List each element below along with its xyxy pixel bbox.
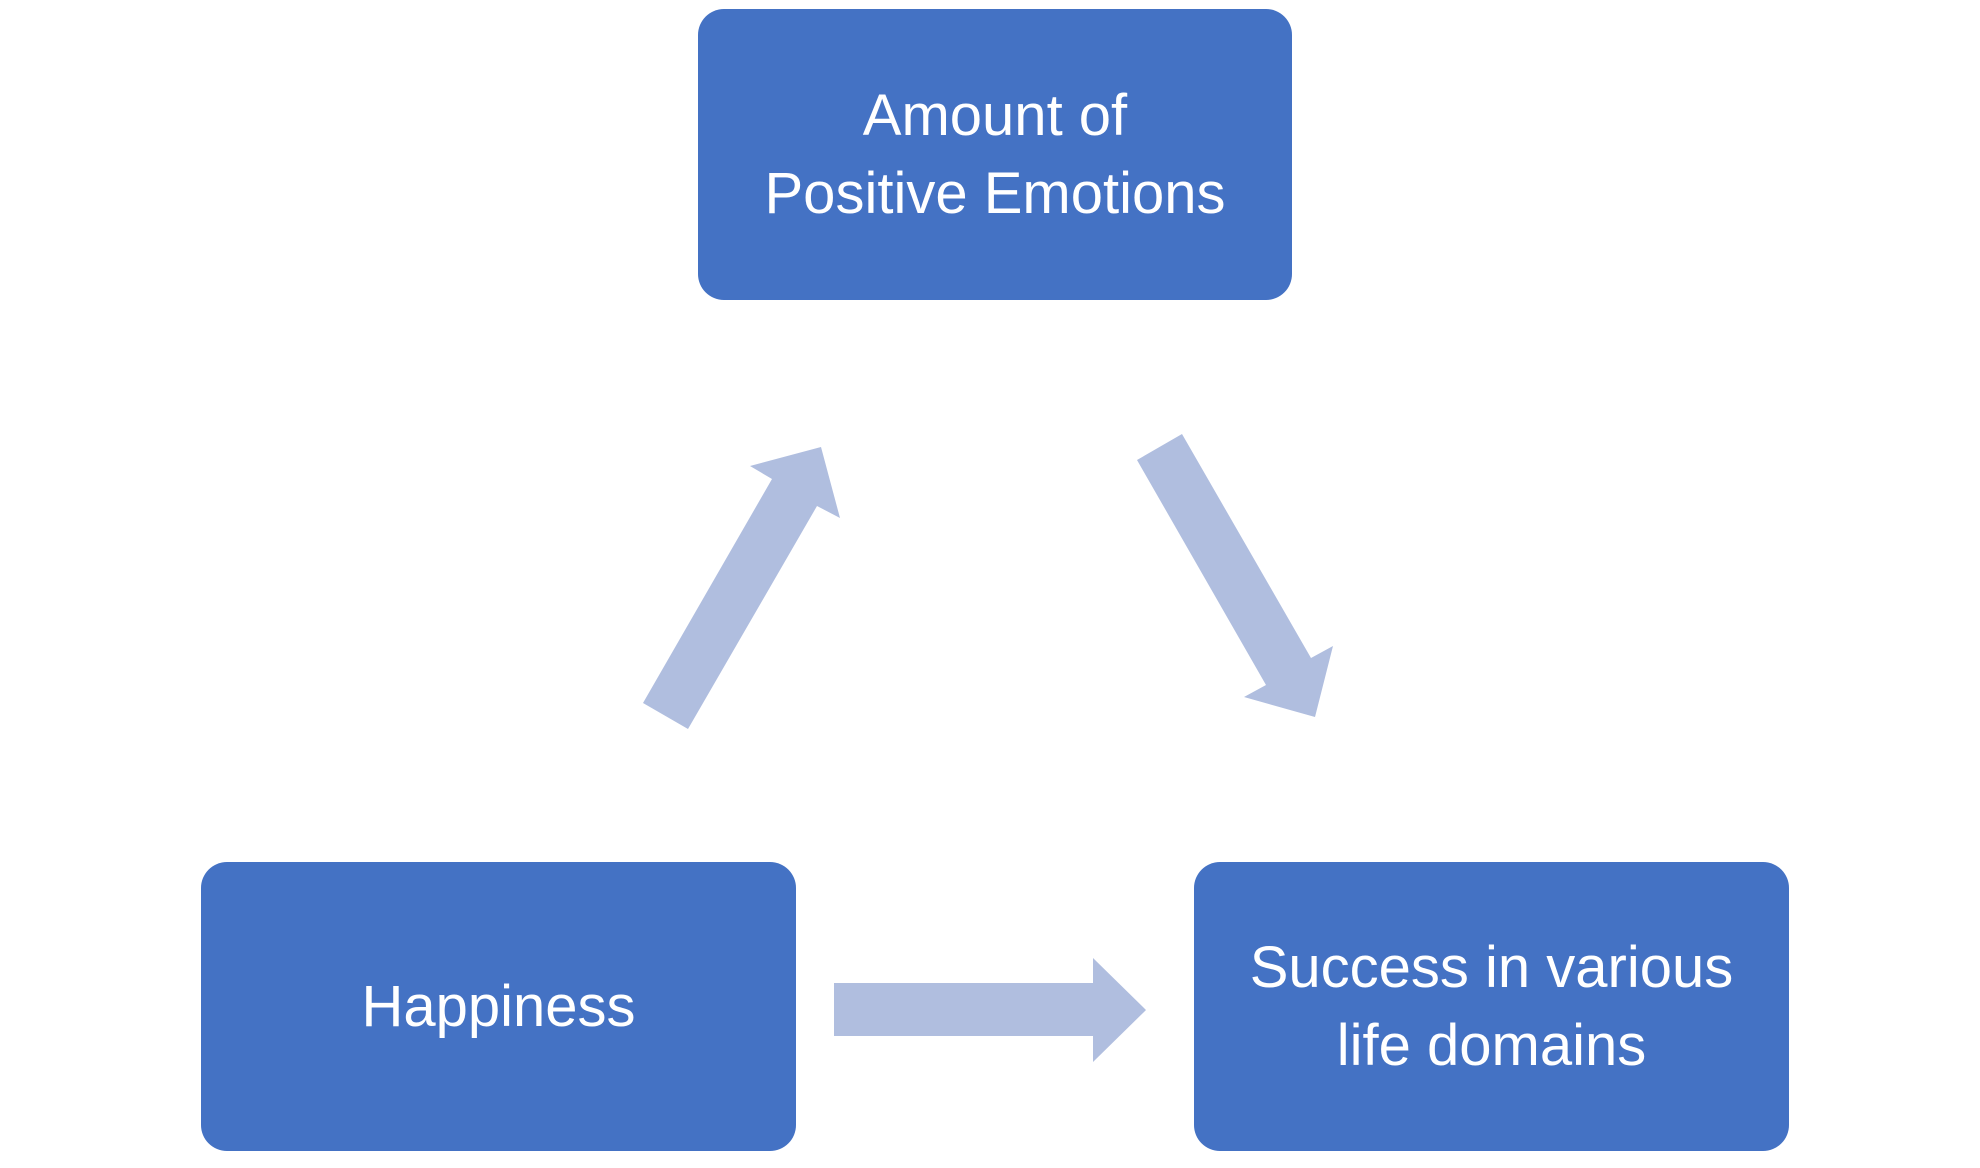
node-label-line: Amount of [862,82,1128,148]
arrow-happiness-to-success [834,958,1146,1062]
node-label-line: Positive Emotions [764,160,1226,226]
node-label-line: Success in various [1249,934,1734,1000]
node-happiness: Happiness [201,862,796,1151]
arrow-emotions-to-success [1137,434,1333,717]
node-positive-emotions: Amount of Positive Emotions [698,9,1292,300]
arrow-happiness-to-emotions [643,447,840,729]
node-label-line: life domains [1336,1012,1647,1078]
node-success: Success in various life domains [1194,862,1789,1151]
node-label-line: Happiness [361,973,636,1039]
